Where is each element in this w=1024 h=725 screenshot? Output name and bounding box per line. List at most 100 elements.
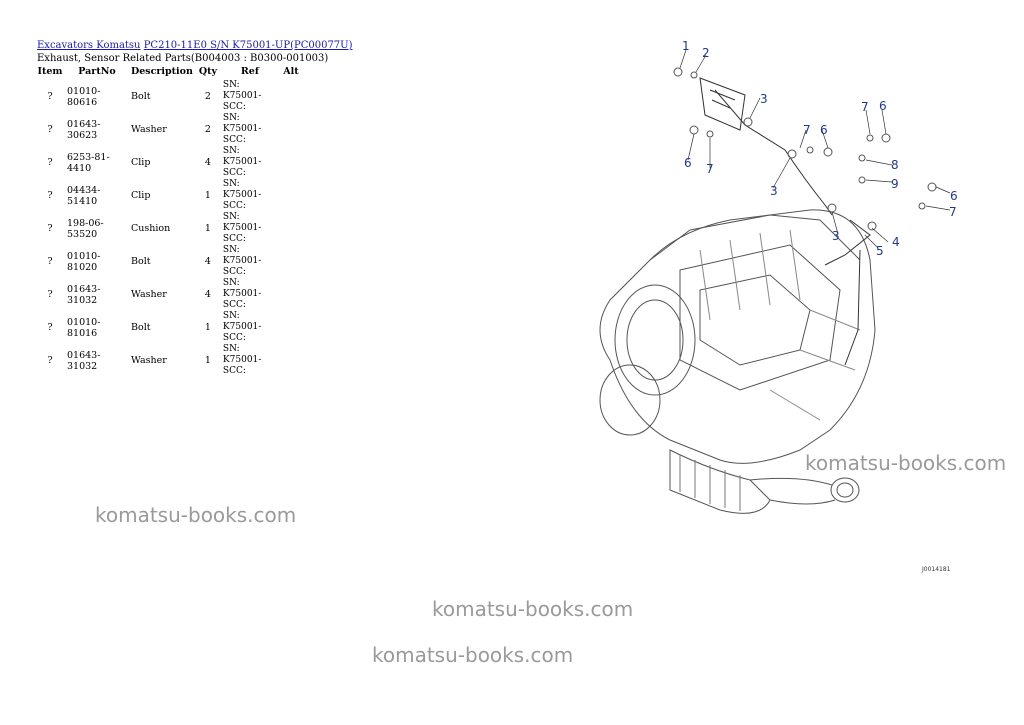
- sensor-harness: [714, 89, 833, 216]
- cell-ref: SN: K75001-SCC:: [222, 344, 262, 376]
- cell-partno: 01643-30623: [67, 118, 101, 141]
- breadcrumb-link-excavators[interactable]: Excavators Komatsu: [37, 40, 141, 51]
- cell-alt: [279, 245, 303, 278]
- callout-9: 9: [891, 177, 899, 191]
- cell-alt: [279, 146, 303, 179]
- cell-description: Washer: [131, 355, 167, 366]
- cell-ref: SN: K75001-SCC:: [222, 113, 262, 145]
- cell-item: ?: [47, 322, 53, 333]
- cell-qty: 2: [204, 91, 211, 102]
- cell-qty: 4: [204, 256, 211, 267]
- breadcrumb: Excavators Komatsu PC210-11E0 S/N K75001…: [37, 40, 353, 52]
- callout-6: 6: [879, 99, 887, 113]
- clip-4: [867, 221, 877, 231]
- cell-partno: 01010-81016: [67, 316, 101, 339]
- parts-table: Item PartNo Description Qty Ref Alt ? 01…: [35, 66, 303, 377]
- watermark: komatsu-books.com: [432, 597, 634, 621]
- callout-7: 7: [803, 123, 811, 137]
- cell-alt: [279, 113, 303, 146]
- cell-item: ?: [47, 223, 53, 234]
- page-subtitle: Exhaust, Sensor Related Parts(B004003 : …: [37, 53, 329, 64]
- engine-inner-frame: [679, 244, 841, 391]
- watermark: komatsu-books.com: [805, 451, 1007, 475]
- dpf-canister-inner: [626, 299, 684, 381]
- cell-description: Washer: [131, 289, 167, 300]
- table-row: ? 01010-81020 Bolt 4 SN: K75001-SCC:: [35, 245, 303, 278]
- bolt-6a: [689, 125, 699, 135]
- cell-partno: 04434-51410: [67, 184, 101, 207]
- washer-7d: [918, 202, 926, 210]
- column-header-item: Item: [37, 66, 63, 77]
- column-header-partno: PartNo: [78, 66, 116, 77]
- cell-alt: [279, 212, 303, 245]
- cell-alt: [279, 311, 303, 344]
- exhaust-sensor-diagram: 1 2 3 3 3 4 5 6 6 6 6 7 7 7 7 8 9: [599, 39, 958, 514]
- table-header-row: Item PartNo Description Qty Ref Alt: [35, 66, 303, 80]
- bolt-6b: [823, 147, 833, 157]
- callout-3: 3: [760, 92, 768, 106]
- pipe-joint: [749, 477, 836, 505]
- sensor-bracket: [699, 77, 746, 131]
- watermark: komatsu-books.com: [95, 503, 297, 527]
- cell-partno: 198-06-53520: [67, 217, 104, 240]
- cell-alt: [279, 179, 303, 212]
- cell-description: Bolt: [131, 322, 151, 333]
- bolt-6c: [881, 133, 891, 143]
- cell-qty: 1: [204, 322, 211, 333]
- clip-3b: [787, 149, 797, 159]
- cell-qty: 4: [204, 157, 211, 168]
- washer-7a: [706, 130, 714, 138]
- cell-ref: SN: K75001-SCC:: [222, 179, 262, 211]
- callout-3: 3: [832, 229, 840, 243]
- table-row: ? 01010-81016 Bolt 1 SN: K75001-SCC:: [35, 311, 303, 344]
- cell-ref: SN: K75001-SCC:: [222, 146, 262, 178]
- callout-8: 8: [891, 158, 899, 172]
- cell-description: Clip: [131, 157, 151, 168]
- cell-ref: SN: K75001-SCC:: [222, 245, 262, 277]
- table-row: ? 01643-31032 Washer 4 SN: K75001-SCC:: [35, 278, 303, 311]
- breadcrumb-link-model[interactable]: PC210-11E0 S/N K75001-UP(PC00077U): [143, 40, 353, 51]
- washer-7c: [866, 134, 874, 142]
- column-header-description: Description: [131, 66, 193, 77]
- cell-alt: [279, 344, 303, 377]
- cell-description: Bolt: [131, 256, 151, 267]
- callout-7: 7: [706, 162, 714, 176]
- table-row: ? 6253-81-4410 Clip 4 SN: K75001-SCC:: [35, 146, 303, 179]
- bolt-1: [673, 67, 683, 77]
- engine-panel: [699, 274, 811, 366]
- callout-6: 6: [684, 156, 692, 170]
- cell-partno: 01010-81020: [67, 250, 101, 273]
- callout-2: 2: [702, 46, 710, 60]
- washer-7b: [806, 146, 814, 154]
- cell-ref: SN: K75001-SCC:: [222, 311, 262, 343]
- callout-3: 3: [770, 184, 778, 198]
- doc-canister: [599, 364, 661, 436]
- callout-4: 4: [892, 235, 900, 249]
- cell-qty: 1: [204, 355, 211, 366]
- table-row: ? 198-06-53520 Cushion 1 SN: K75001-SCC:: [35, 212, 303, 245]
- washer-2: [690, 71, 698, 79]
- table-row: ? 01643-30623 Washer 2 SN: K75001-SCC:: [35, 113, 303, 146]
- washer-9: [858, 176, 866, 184]
- cell-description: Washer: [131, 124, 167, 135]
- cell-qty: 2: [204, 124, 211, 135]
- sensor-lead: [844, 249, 861, 366]
- cell-partno: 01643-31032: [67, 349, 101, 372]
- column-header-ref: Ref: [240, 66, 259, 77]
- watermark: komatsu-books.com: [372, 643, 574, 667]
- cell-description: Cushion: [131, 223, 171, 234]
- cell-item: ?: [47, 190, 53, 201]
- cell-item: ?: [47, 355, 53, 366]
- callout-7: 7: [861, 100, 869, 114]
- cell-alt: [279, 278, 303, 311]
- cell-qty: 4: [204, 289, 211, 300]
- cell-qty: 1: [204, 190, 211, 201]
- bolt-6d: [927, 182, 937, 192]
- dpf-canister: [614, 284, 696, 396]
- cell-alt: [279, 80, 303, 113]
- cell-partno: 01010-80616: [67, 85, 101, 108]
- clip-3c: [827, 203, 837, 213]
- pipe-end: [830, 477, 860, 503]
- table-row: ? 04434-51410 Clip 1 SN: K75001-SCC:: [35, 179, 303, 212]
- callout-7: 7: [949, 205, 957, 219]
